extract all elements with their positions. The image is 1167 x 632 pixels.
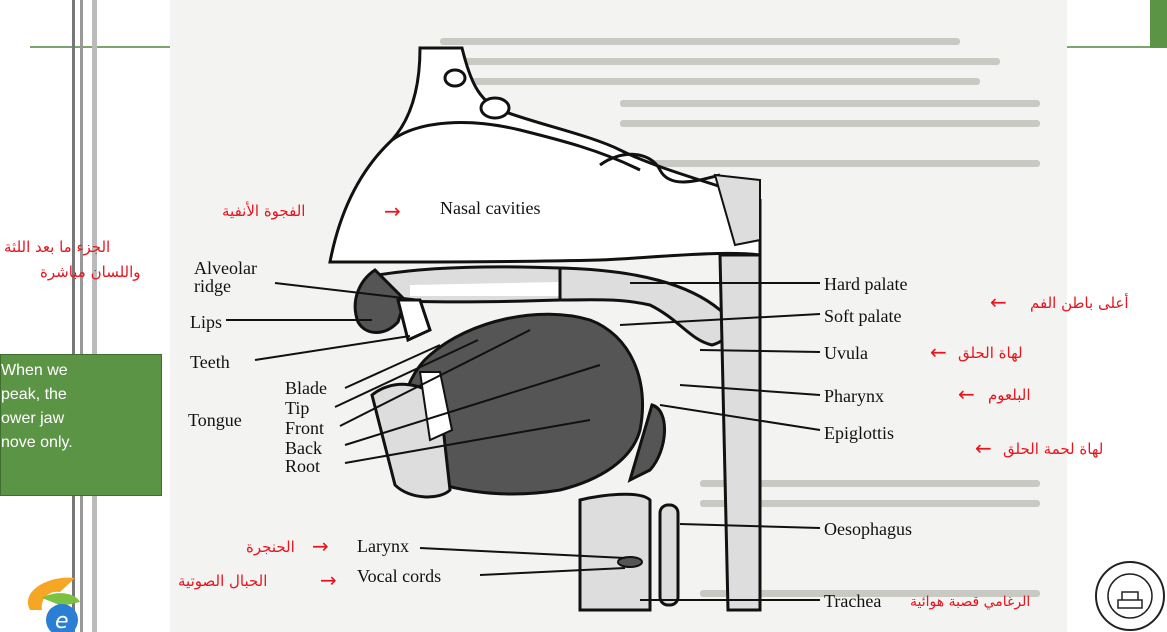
ar-arrow-epiglottis: ← <box>975 436 992 460</box>
ar-nasal-cavity: الفجوة الأنفية <box>222 202 305 220</box>
svg-text:e: e <box>55 609 69 632</box>
ar-arrow-pharynx: ← <box>958 382 975 406</box>
label-larynx: Larynx <box>357 536 409 557</box>
ar-pharynx: البلعوم <box>988 386 1031 404</box>
oesophagus-tube <box>660 505 678 605</box>
note-line-4: nove only. <box>0 431 161 455</box>
university-seal-logo <box>1090 556 1167 632</box>
label-hard-palate: Hard palate <box>824 274 907 295</box>
ar-epiglottis: لهاة لحمة الحلق <box>1003 440 1103 458</box>
ar-uvula: لهاة الحلق <box>958 344 1023 362</box>
pharynx-back-wall <box>720 255 760 610</box>
label-teeth: Teeth <box>190 352 230 373</box>
label-root: Root <box>285 456 320 477</box>
ar-trachea: الرغامي قصبة هوائية <box>910 594 1030 610</box>
note-line-1: When we <box>0 359 161 383</box>
note-line-3: ower jaw <box>0 407 161 431</box>
nasal-cavity-outline <box>330 48 760 262</box>
note-box: When we peak, the ower jaw nove only. <box>0 354 162 496</box>
ar-arrow-roof: ← <box>990 290 1007 314</box>
note-line-2: peak, the <box>0 383 161 407</box>
elearning-logo: e <box>0 570 95 632</box>
label-trachea: Trachea <box>824 591 881 612</box>
label-oesophagus: Oesophagus <box>824 519 912 540</box>
ar-arrow-larynx: → <box>312 534 329 558</box>
label-pharynx: Pharynx <box>824 386 884 407</box>
label-uvula: Uvula <box>824 343 868 364</box>
label-front: Front <box>285 418 324 439</box>
label-tongue: Tongue <box>188 410 242 431</box>
label-vocal-cords: Vocal cords <box>357 566 441 587</box>
ar-arrow-uvula: ← <box>930 340 947 364</box>
label-tip: Tip <box>285 398 309 419</box>
label-soft-palate: Soft palate <box>824 306 901 327</box>
ar-vocal-cords: الحبال الصوتية <box>178 572 267 590</box>
ar-after-gum-line2: واللسان مباشرة <box>40 263 141 281</box>
label-lips: Lips <box>190 312 222 333</box>
ar-roof-mouth: أعلى باطن الفم <box>1030 294 1129 312</box>
larynx-tube <box>580 494 650 610</box>
label-ridge: ridge <box>194 276 231 297</box>
ar-after-gum-line1: الجزء ما بعد اللثة <box>4 238 110 256</box>
ar-larynx: الحنجرة <box>246 538 295 556</box>
ar-arrow-nasal: → <box>384 199 401 223</box>
label-nasal-cavities: Nasal cavities <box>440 198 540 219</box>
ar-arrow-vocal-cords: → <box>320 568 337 592</box>
upper-teeth <box>398 300 430 340</box>
label-blade: Blade <box>285 378 327 399</box>
label-epiglottis: Epiglottis <box>824 423 894 444</box>
